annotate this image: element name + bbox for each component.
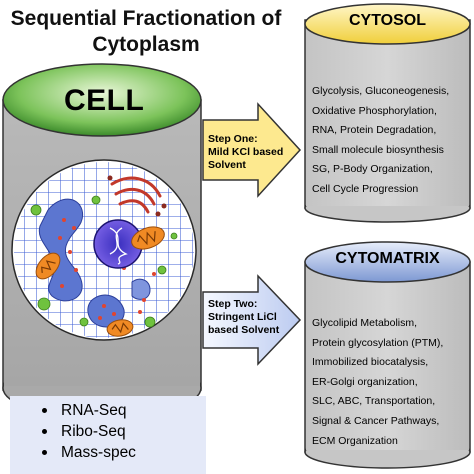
step-two-line1: Step Two: bbox=[208, 298, 258, 310]
cell-illustration bbox=[11, 159, 197, 341]
golgi-apparatus bbox=[110, 176, 162, 214]
list-item: RNA, Protein Degradation, bbox=[312, 124, 437, 137]
step-one-label: Step One: Mild KCl based Solvent bbox=[208, 133, 283, 172]
list-item: ECM Organization bbox=[312, 434, 398, 447]
diagram-title: Sequential Fractionation of Cytoplasm bbox=[10, 7, 282, 56]
vesicles bbox=[30, 195, 178, 328]
cell-label: CELL bbox=[64, 84, 145, 117]
list-item: Glycolysis, Gluconeogenesis, bbox=[312, 85, 450, 97]
methods-list: RNA-Seq Ribo-Seq Mass-spec bbox=[42, 400, 136, 463]
method-label: Ribo-Seq bbox=[61, 423, 126, 440]
step-one-line1: Step One: bbox=[208, 133, 258, 145]
cytomatrix-title: CYTOMATRIX bbox=[335, 250, 440, 267]
list-item: Immobilized biocatalysis, bbox=[312, 356, 429, 369]
mitochondrion bbox=[106, 319, 134, 337]
cytosol-title: CYTOSOL bbox=[348, 12, 427, 29]
step-two-label: Step Two: Stringent LiCl based Solvent bbox=[208, 298, 279, 337]
method-item: RNA-Seq bbox=[42, 400, 136, 421]
list-item: Signal & Cancer Pathways, bbox=[312, 414, 440, 427]
list-item: Protein glycosylation (PTM), bbox=[312, 336, 444, 349]
list-item: Oxidative Phosphorylation, bbox=[312, 104, 437, 117]
step-two-arrow bbox=[202, 274, 302, 366]
list-item: Cell Cycle Progression bbox=[312, 182, 419, 195]
step-one-arrow bbox=[202, 102, 302, 198]
cytomatrix-list: Glycolipid Metabolism, Protein glycosyla… bbox=[312, 314, 470, 451]
list-item: ER-Golgi organization, bbox=[312, 375, 418, 388]
cytosol-cylinder bbox=[304, 3, 471, 223]
method-item: Ribo-Seq bbox=[42, 421, 136, 442]
step-two-line3: based Solvent bbox=[208, 324, 280, 336]
list-item: Small molecule biosynthesis bbox=[312, 143, 444, 156]
mitochondrion bbox=[35, 252, 61, 280]
step-one-line3: Solvent bbox=[208, 159, 246, 171]
bullet-icon bbox=[42, 450, 47, 456]
step-two-line2: Stringent LiCl bbox=[208, 311, 277, 323]
method-label: RNA-Seq bbox=[61, 402, 127, 419]
list-item: SLC, ABC, Transportation, bbox=[312, 395, 436, 408]
cytosol-list: Glycolysis, Gluconeogenesis, Oxidative P… bbox=[312, 82, 470, 200]
bullet-icon bbox=[42, 408, 47, 414]
endoplasmic-reticulum bbox=[38, 198, 151, 328]
methods-panel bbox=[10, 396, 206, 474]
list-item: Glycolipid Metabolism, bbox=[312, 317, 418, 329]
cytomatrix-cylinder bbox=[304, 241, 471, 469]
step-one-line2: Mild KCl based bbox=[208, 146, 284, 158]
mitochondrion bbox=[131, 226, 165, 250]
method-label: Mass-spec bbox=[61, 444, 136, 461]
nucleus bbox=[93, 219, 143, 269]
list-item: SG, P-Body Organization, bbox=[312, 163, 433, 176]
method-item: Mass-spec bbox=[42, 442, 136, 463]
bullet-icon bbox=[42, 429, 47, 435]
